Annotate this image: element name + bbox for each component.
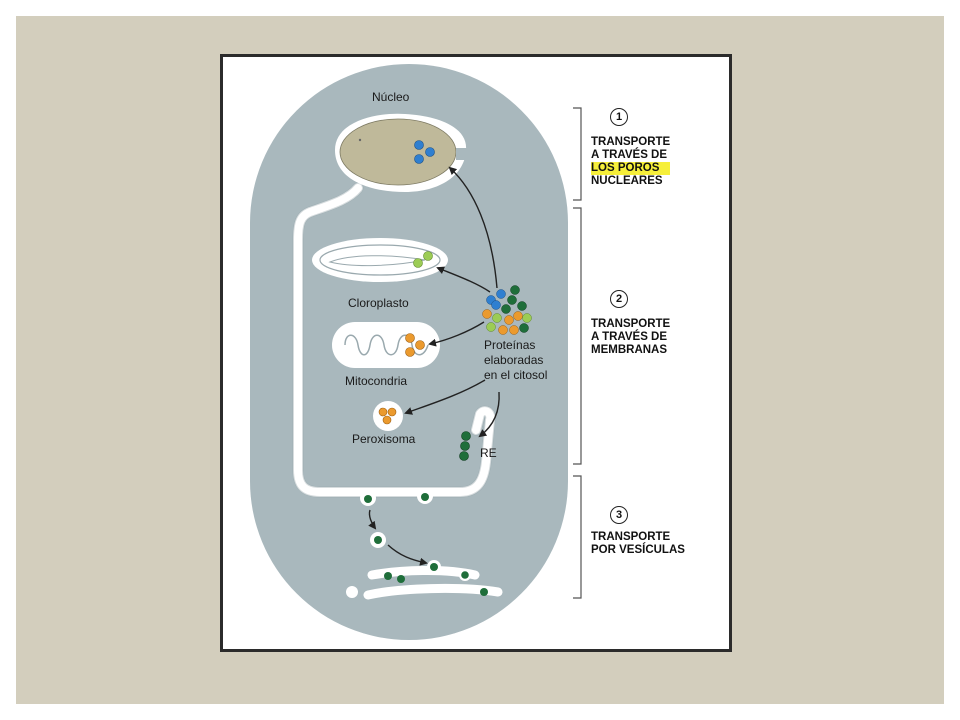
step-line: A TRAVÉS DE <box>591 149 668 161</box>
protein-orange <box>415 340 425 350</box>
label-peroxisome: Peroxisoma <box>352 432 416 446</box>
arrow-to-peroxisome <box>404 379 486 415</box>
protein-dark-green <box>461 571 469 579</box>
protein-dark-green <box>364 495 372 503</box>
protein-blue <box>425 147 435 157</box>
protein-dark-green <box>430 563 438 571</box>
arrow-to-mitochondria <box>428 321 485 347</box>
label-proteins-cytosol: Proteínas elaboradas en el citosol <box>484 338 547 383</box>
step-number-3: 3 <box>610 506 628 524</box>
nucleus <box>339 118 457 186</box>
protein-dark-green <box>461 431 471 441</box>
step-line-highlighted: LOS POROS <box>591 162 671 175</box>
protein-blue <box>414 154 424 164</box>
protein-blue <box>414 140 424 150</box>
bracket-step-1 <box>573 107 582 201</box>
protein-orange <box>378 407 388 417</box>
label-proteins-line: elaboradas <box>484 353 544 367</box>
protein-dark-green <box>374 536 382 544</box>
step-line: NUCLEARES <box>591 175 663 187</box>
mitochondria <box>332 322 440 368</box>
label-proteins-line: en el citosol <box>484 368 548 382</box>
protein-dark-green <box>459 451 469 461</box>
protein-dark-green <box>460 441 470 451</box>
step-line: POR VESÍCULAS <box>591 544 685 556</box>
protein-dark-green <box>397 575 405 583</box>
label-mitochondria: Mitocondria <box>345 374 408 388</box>
protein-dark-green <box>421 493 429 501</box>
arrow-to-nucleus <box>448 166 498 289</box>
step-title-2: TRANSPORTE A TRAVÉS DE MEMBRANAS <box>591 318 670 357</box>
step-title-1: TRANSPORTE A TRAVÉS DE LOS POROS NUCLEAR… <box>591 136 671 188</box>
chloroplast <box>312 238 448 282</box>
step-line: TRANSPORTE <box>591 531 671 543</box>
protein-dark-green <box>384 572 392 580</box>
bracket-step-3 <box>573 475 582 599</box>
step-line: MEMBRANAS <box>591 344 668 356</box>
protein-orange <box>382 415 392 425</box>
arrow-to-chloroplast <box>436 266 491 293</box>
label-er: RE <box>480 446 497 460</box>
label-nucleus: Núcleo <box>372 90 410 104</box>
step-number-2: 2 <box>610 290 628 308</box>
step-number-1: 1 <box>610 108 628 126</box>
step-line: TRANSPORTE <box>591 318 671 330</box>
arrow-vesicle-bud <box>368 509 377 530</box>
protein-green <box>413 258 423 268</box>
arrow-to-er <box>478 391 500 438</box>
protein-orange <box>405 333 415 343</box>
protein-orange <box>405 347 415 357</box>
cytosol-protein-cluster <box>482 285 532 335</box>
arrow-vesicle-to-golgi <box>387 544 428 566</box>
step-title-3: TRANSPORTE POR VESÍCULAS <box>591 531 685 557</box>
step-line: TRANSPORTE <box>591 136 671 148</box>
bracket-step-2 <box>573 207 582 465</box>
protein-dark-green <box>480 588 488 596</box>
label-proteins-line: Proteínas <box>484 338 536 352</box>
protein-orange <box>387 407 397 417</box>
protein-green <box>423 251 433 261</box>
label-chloroplast: Cloroplasto <box>348 296 409 310</box>
step-line: A TRAVÉS DE <box>591 331 668 343</box>
